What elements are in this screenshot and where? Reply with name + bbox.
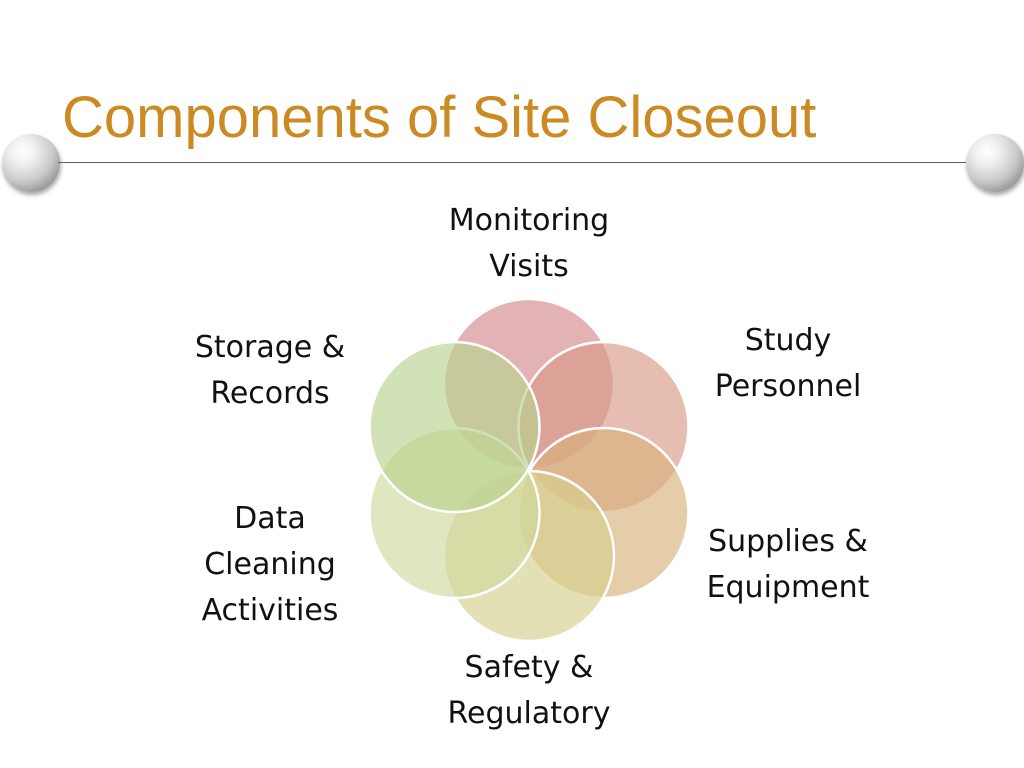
label-monitoring-visits: Monitoring Visits xyxy=(448,203,610,284)
decorative-orb-right xyxy=(966,134,1024,192)
circle-storage-records xyxy=(368,340,541,514)
slide-title: Components of Site Closeout xyxy=(62,85,817,150)
label-safety-regulatory: Safety & Regulatory xyxy=(447,650,611,731)
label-storage-records: Storage & Records xyxy=(194,330,346,411)
label-data-cleaning-activities: Data Cleaning Activities xyxy=(201,501,339,628)
decorative-orb-left xyxy=(2,134,60,192)
label-supplies-equipment: Supplies & Equipment xyxy=(706,524,870,605)
label-study-personnel: Study Personnel xyxy=(714,323,862,404)
title-divider xyxy=(58,162,966,163)
